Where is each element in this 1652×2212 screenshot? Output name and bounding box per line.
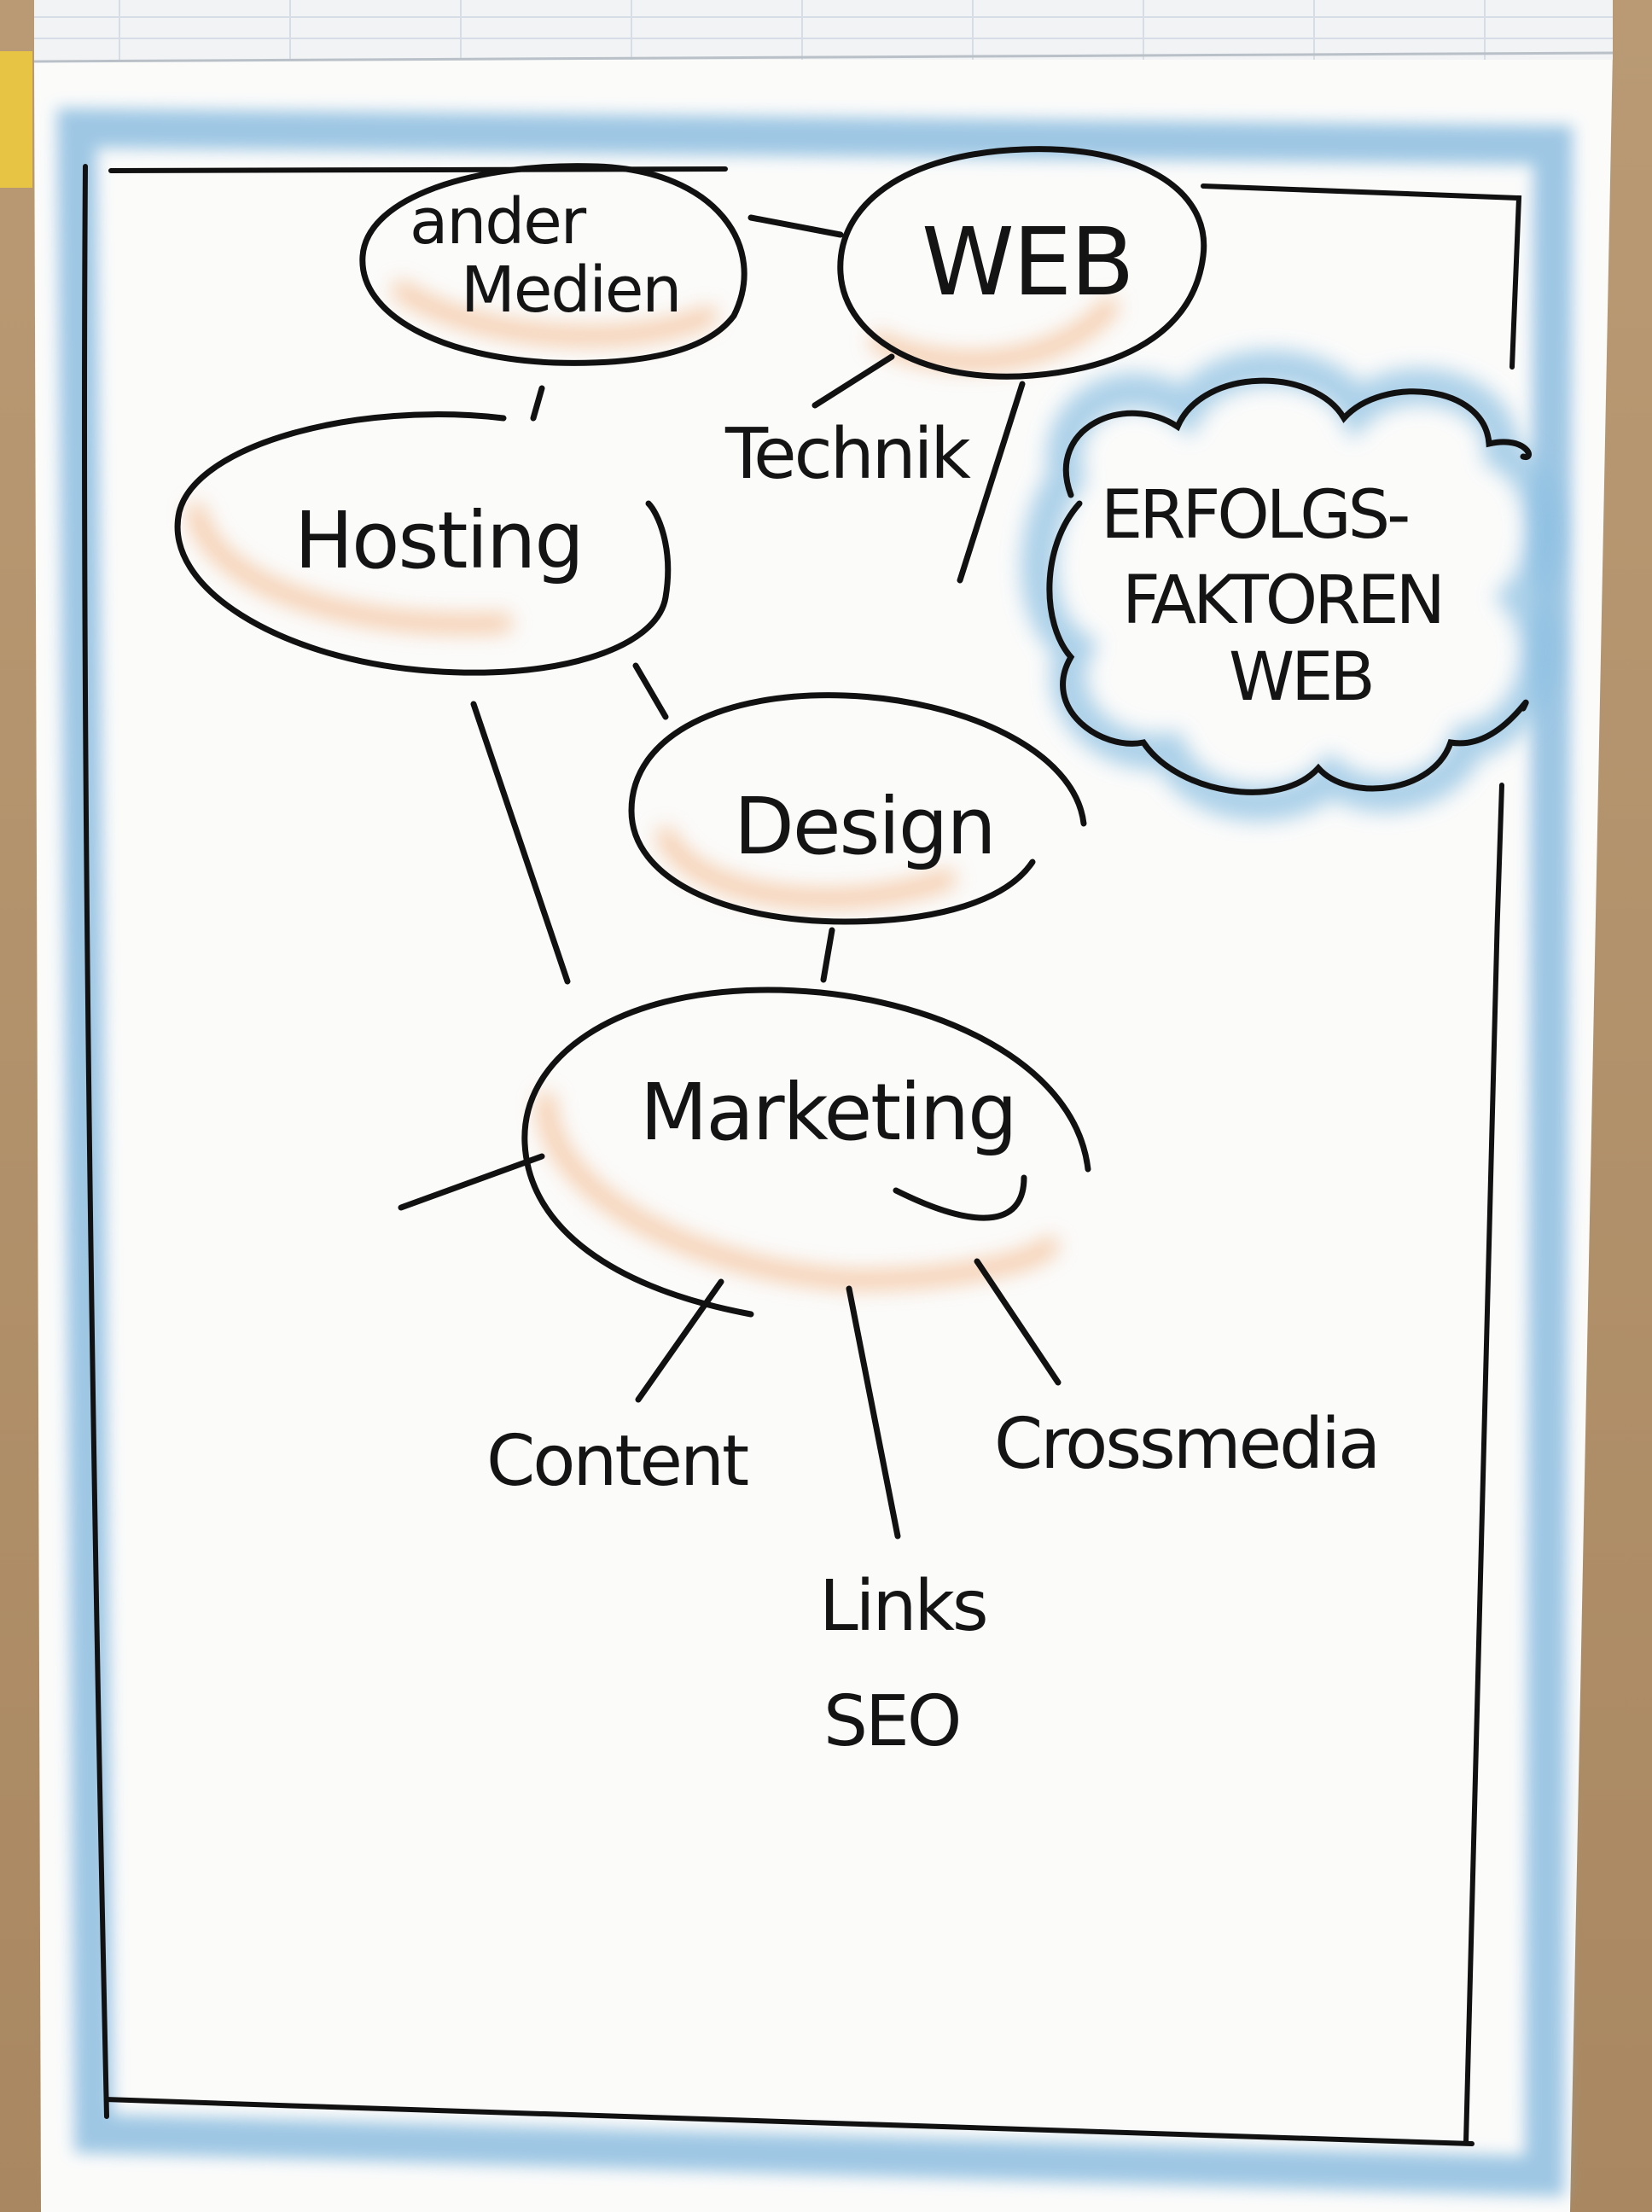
line-medien-web bbox=[747, 214, 844, 238]
grid-paper-strip bbox=[34, 0, 1613, 60]
ellipse-andere-medien bbox=[359, 163, 747, 366]
leaf-links: Links bbox=[819, 1566, 986, 1647]
highlight-andere-medien bbox=[392, 281, 718, 346]
node-ellipses bbox=[174, 146, 1207, 1318]
black-frame bbox=[82, 164, 1522, 2146]
leaf-technik: Technik bbox=[724, 414, 971, 495]
cloud-title-line2: FAKTOREN bbox=[1122, 562, 1442, 639]
ellipse-hosting bbox=[174, 411, 672, 676]
cloud-title-line1: ERFOLGS- bbox=[1101, 477, 1408, 554]
highlight-hosting bbox=[187, 503, 513, 634]
ellipse-marketing-tail bbox=[893, 1174, 1027, 1221]
line-design-marketing bbox=[820, 927, 835, 983]
ellipse-web bbox=[837, 146, 1207, 380]
cloud-blue-shade bbox=[1021, 350, 1561, 822]
line-marketing-links bbox=[846, 1285, 901, 1540]
line-hosting-marketing bbox=[470, 701, 571, 985]
leaf-seo: SEO bbox=[823, 1681, 959, 1762]
connector-lines bbox=[398, 214, 1062, 1540]
ellipse-marketing bbox=[521, 987, 1091, 1318]
blue-chalk-frame bbox=[56, 108, 1573, 2197]
node-design: Design bbox=[734, 781, 995, 872]
paper-sheet bbox=[34, 51, 1613, 2212]
line-hosting-design bbox=[632, 662, 669, 720]
node-hosting: Hosting bbox=[294, 495, 583, 586]
leaf-crossmedia: Crossmedia bbox=[994, 1404, 1378, 1485]
line-web-down bbox=[957, 381, 1026, 584]
andere-medien-line1: ander bbox=[410, 185, 587, 259]
highlight-design bbox=[656, 827, 957, 908]
sticky-note-edge bbox=[0, 51, 32, 188]
node-marketing: Marketing bbox=[640, 1067, 1016, 1158]
node-web: WEB bbox=[922, 207, 1133, 317]
cloud-title-line3: WEB bbox=[1229, 639, 1372, 716]
highlight-marketing bbox=[537, 1091, 1059, 1290]
andere-medien-line2: Medien bbox=[461, 253, 680, 327]
sheet-edge bbox=[33, 51, 1614, 63]
highlight-web bbox=[870, 298, 1119, 371]
line-medien-hosting bbox=[530, 385, 545, 422]
line-marketing-crossmedia bbox=[974, 1258, 1062, 1386]
line-marketing-left bbox=[398, 1153, 545, 1211]
leaf-content: Content bbox=[486, 1421, 748, 1502]
line-web-technik bbox=[811, 353, 895, 409]
ellipse-design bbox=[628, 692, 1087, 925]
cloud-outline bbox=[1046, 377, 1532, 795]
grid-lines bbox=[34, 0, 1613, 60]
orange-highlights bbox=[187, 281, 1119, 1290]
